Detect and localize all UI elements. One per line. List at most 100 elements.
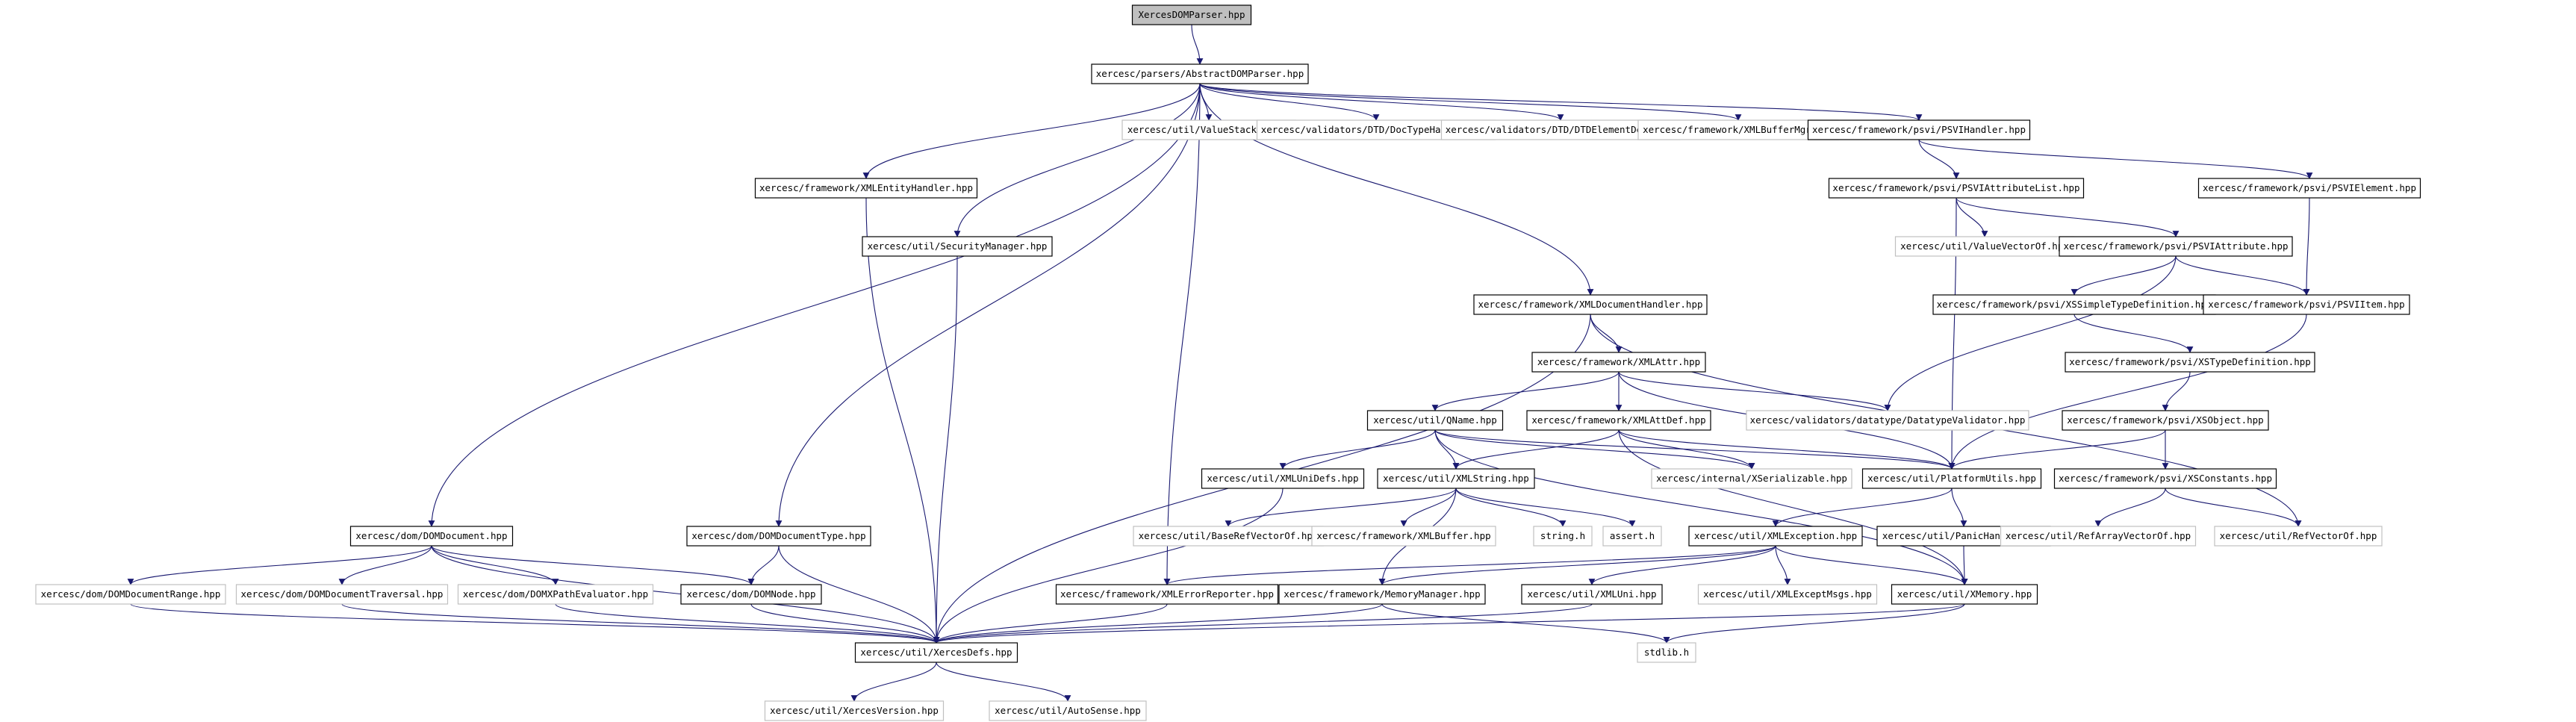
node-psvih[interactable]: xercesc/framework/psvi/PSVIHandler.hpp [1807, 119, 2031, 140]
node-box[interactable] [1521, 584, 1663, 605]
node-psvie[interactable]: xercesc/framework/psvi/PSVIElement.hpp [2197, 178, 2421, 199]
node-label: xercesc/util/XMLUniDefs.hpp [1207, 473, 1358, 484]
node-xmlstr[interactable]: xercesc/util/XMLString.hpp [1377, 468, 1535, 489]
node-box[interactable] [1861, 468, 2042, 489]
node-xexc[interactable]: xercesc/util/XMLException.hpp [1688, 526, 1863, 547]
node-box[interactable] [1526, 410, 1711, 431]
node-box[interactable] [1688, 526, 1863, 547]
edge-domtrav-to-defs [341, 603, 940, 644]
node-box[interactable] [1055, 584, 1279, 605]
node-box [35, 584, 226, 605]
node-unidefs[interactable]: xercesc/util/XMLUniDefs.hpp [1201, 468, 1365, 489]
edge-xsobj-to-platform [1948, 429, 2166, 470]
node-label: xercesc/util/XMLString.hpp [1383, 473, 1529, 484]
node-baseref: xercesc/util/BaseRefVectorOf.hpp [1133, 526, 1324, 547]
node-box[interactable] [1932, 294, 2216, 315]
edge-psvial-to-psvia [1956, 197, 2180, 237]
node-box[interactable] [680, 584, 822, 605]
node-label: xercesc/framework/XMLDocumentHandler.hpp [1478, 299, 1702, 310]
node-box[interactable] [1531, 352, 1706, 373]
node-box[interactable] [1473, 294, 1708, 315]
edge-entity-to-defs [865, 197, 940, 644]
edge-xmlattr-to-qname [1431, 371, 1620, 411]
edge-domnode-to-defs [750, 603, 940, 644]
node-label: XercesDOMParser.hpp [1139, 9, 1245, 20]
node-box [2214, 526, 2383, 547]
node-box[interactable] [1807, 119, 2031, 140]
node-memmgr[interactable]: xercesc/framework/MemoryManager.hpp [1278, 584, 1486, 605]
edge-qname-to-xmlstr [1434, 429, 1460, 470]
node-box[interactable] [1278, 584, 1486, 605]
node-label: xercesc/dom/DOMDocumentRange.hpp [41, 588, 221, 600]
edge-qname-to-xser [1434, 429, 1755, 470]
node-errrep[interactable]: xercesc/framework/XMLErrorReporter.hpp [1055, 584, 1279, 605]
node-psviitem[interactable]: xercesc/framework/psvi/PSVIItem.hpp [2203, 294, 2410, 315]
node-box[interactable] [2197, 178, 2421, 199]
node-label: xercesc/framework/psvi/XSTypeDefinition.… [2069, 356, 2311, 367]
node-psvial[interactable]: xercesc/framework/psvi/PSVIAttributeList… [1828, 178, 2085, 199]
node-box[interactable] [1366, 410, 1504, 431]
node-box[interactable] [686, 526, 871, 547]
edge-xsconst-to-refvec [2165, 488, 2302, 527]
node-label: xercesc/internal/XSerializable.hpp [1656, 473, 1847, 484]
node-box[interactable] [2053, 468, 2277, 489]
node-domdoc[interactable]: xercesc/dom/DOMDocument.hpp [349, 526, 514, 547]
node-box[interactable] [862, 236, 1053, 257]
node-label: xercesc/validators/datatype/DatatypeVali… [1750, 414, 2026, 426]
node-entity[interactable]: xercesc/framework/XMLEntityHandler.hpp [754, 178, 978, 199]
node-box[interactable] [2065, 352, 2315, 373]
edge-psvial-to-vvec [1956, 197, 1988, 237]
node-qname[interactable]: xercesc/util/QName.hpp [1366, 410, 1504, 431]
edge-domdoc-to-domrange [127, 545, 432, 585]
node-box[interactable] [854, 642, 1018, 663]
node-xmem[interactable]: xercesc/util/XMemory.hpp [1891, 584, 2038, 605]
edge-xexc-to-memmgr [1378, 545, 1776, 585]
edge-domdoctype-to-domnode [747, 545, 780, 585]
node-box [1637, 642, 1696, 663]
node-box[interactable] [1201, 468, 1365, 489]
node-defs[interactable]: xercesc/util/XercesDefs.hpp [854, 642, 1018, 663]
node-platform[interactable]: xercesc/util/PlatformUtils.hpp [1861, 468, 2042, 489]
node-root[interactable]: XercesDOMParser.hpp [1131, 4, 1252, 25]
node-box [1746, 410, 2029, 431]
node-box[interactable] [1828, 178, 2085, 199]
node-secmgr[interactable]: xercesc/util/SecurityManager.hpp [862, 236, 1053, 257]
node-box[interactable] [1891, 584, 2038, 605]
edge-domdoc-to-domxpath [431, 545, 559, 585]
edge-xexc-to-excmsg [1775, 545, 1791, 585]
node-label: xercesc/framework/XMLAttr.hpp [1537, 356, 1700, 367]
node-xsobj[interactable]: xercesc/framework/psvi/XSObject.hpp [2062, 410, 2269, 431]
node-box[interactable] [2062, 410, 2269, 431]
edge-qname-to-platform [1434, 429, 1956, 470]
node-xmluni[interactable]: xercesc/util/XMLUni.hpp [1521, 584, 1663, 605]
node-box[interactable] [1377, 468, 1535, 489]
node-box[interactable] [1131, 4, 1252, 25]
node-xbuf: xercesc/framework/XMLBuffer.hpp [1311, 526, 1496, 547]
edge-psvih-to-psvie [1918, 139, 2313, 179]
edge-psvia-to-dtval [1884, 255, 2177, 411]
node-attdef[interactable]: xercesc/framework/XMLAttDef.hpp [1526, 410, 1711, 431]
node-box[interactable] [2059, 236, 2293, 257]
node-xdoch[interactable]: xercesc/framework/XMLDocumentHandler.hpp [1473, 294, 1708, 315]
node-psvia[interactable]: xercesc/framework/psvi/PSVIAttribute.hpp [2059, 236, 2293, 257]
node-box[interactable] [2203, 294, 2410, 315]
node-box[interactable] [754, 178, 978, 199]
node-xstype[interactable]: xercesc/framework/psvi/XSTypeDefinition.… [2065, 352, 2315, 373]
node-xssimple[interactable]: xercesc/framework/psvi/XSSimpleTypeDefin… [1932, 294, 2216, 315]
node-domnode[interactable]: xercesc/dom/DOMNode.hpp [680, 584, 822, 605]
node-box[interactable] [349, 526, 514, 547]
edge-xmlstr-to-asserth [1455, 488, 1636, 527]
edge-abs-to-doctype [1199, 83, 1380, 121]
node-label: xercesc/framework/psvi/XSSimpleTypeDefin… [1937, 299, 2212, 310]
node-label: xercesc/util/XMLExceptMsgs.hpp [1703, 588, 1872, 600]
node-abs[interactable]: xercesc/parsers/AbstractDOMParser.hpp [1091, 63, 1309, 84]
edge-xexc-to-xmluni [1588, 545, 1776, 585]
node-domdoctype[interactable]: xercesc/dom/DOMDocumentType.hpp [686, 526, 871, 547]
node-xmlattr[interactable]: xercesc/framework/XMLAttr.hpp [1531, 352, 1706, 373]
node-label: xercesc/validators/DTD/DTDElementDecl.hp… [1446, 124, 1676, 135]
edge-attdef-to-xmem [1618, 429, 1968, 585]
node-label: assert.h [1610, 530, 1655, 541]
node-xsconst[interactable]: xercesc/framework/psvi/XSConstants.hpp [2053, 468, 2277, 489]
node-box[interactable] [1091, 63, 1309, 84]
